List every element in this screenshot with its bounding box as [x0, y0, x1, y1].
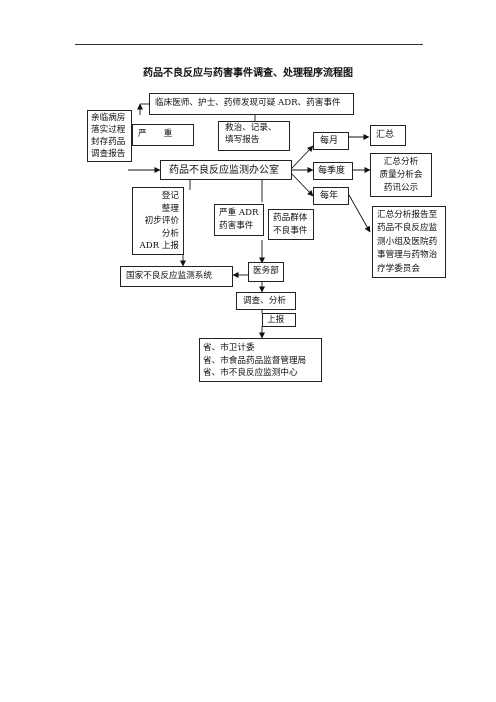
register-line: 分析: [161, 228, 179, 239]
register-box: 登记 整理 初步评价 分析 ADR 上报: [132, 187, 184, 255]
quarter-report-line: 汇总分析: [383, 157, 419, 167]
quarter-report-line: 质量分析会: [379, 170, 423, 180]
authorities-line: 省、市食品药品监督管理局: [203, 355, 307, 366]
national-system-box: 国家不良反应监测系统: [120, 266, 233, 287]
discovery-box: 临床医师、护士、药师发现可疑 ADR、药害事件: [149, 93, 354, 115]
register-line: 登记: [161, 191, 179, 201]
severe-adr-line: 药害事件: [219, 220, 254, 231]
quarterly-box: 每季度: [313, 162, 353, 180]
year-report-box: 汇总分析报告至 药品不良反应监 测小组及医院药 事管理与药物治 疗学委员会: [372, 206, 446, 278]
survey-box: 调查、分析: [236, 292, 296, 310]
yearly-box: 每年: [313, 187, 349, 205]
investigate-line: 救治、记录、: [225, 123, 277, 133]
severe-text: 严 重: [138, 129, 173, 139]
national-system-text: 国家不良反应监测系统: [126, 271, 212, 281]
severe-box: 严 重: [132, 124, 194, 146]
group-event-line: 不良事件: [273, 225, 308, 236]
summary-text: 汇总: [376, 130, 395, 140]
register-line: ADR 上报: [139, 241, 180, 252]
page-title: 药品不良反应与药害事件调查、处理程序流程图: [143, 68, 353, 79]
group-event-line: 药品群体: [273, 213, 308, 223]
year-report-line: 药品不良反应监: [377, 223, 438, 234]
summary-box: 汇总: [370, 125, 406, 146]
register-line: 初步评价: [144, 216, 179, 227]
authorities-line: 省、市卫计委: [203, 343, 255, 353]
year-report-line: 测小组及医院药: [377, 236, 438, 247]
authorities-line: 省、市不良反应监测中心: [203, 368, 298, 379]
pro-clinic-line: 亲临病房: [91, 113, 126, 123]
arrow-yearly-report: [348, 194, 371, 233]
register-line: 整理: [161, 203, 179, 214]
quarter-report-line: 药讯公示: [383, 183, 419, 193]
arrow-office-monthly: [291, 145, 314, 169]
report-up-text: 上报: [267, 315, 285, 325]
year-report-line: 事管理与药物治: [377, 250, 438, 261]
monthly-box: 每月: [313, 132, 349, 150]
header-rule: [75, 44, 423, 45]
investigate-box: 救治、记录、 填写报告: [218, 121, 290, 151]
monthly-text: 每月: [320, 136, 339, 146]
group-event-box: 药品群体 不良事件: [268, 209, 314, 240]
year-report-line: 汇总分析报告至: [377, 210, 438, 220]
pro-clinic-line: 调查报告: [91, 149, 126, 159]
severe-adr-box: 严重 ADR 药害事件: [214, 204, 264, 236]
survey-text: 调查、分析: [243, 296, 286, 306]
discovery-text: 临床医师、护士、药师发现可疑 ADR、药害事件: [155, 98, 341, 108]
quarterly-text: 每季度: [318, 166, 346, 176]
medical-dept-text: 医务部: [253, 266, 279, 276]
monitoring-office-box: 药品不良反应监测办公室: [160, 160, 292, 180]
office-text: 药品不良反应监测办公室: [169, 165, 279, 176]
year-report-line: 疗学委员会: [377, 263, 420, 274]
arrow-office-yearly: [291, 173, 314, 197]
pro-clinic-line: 封存药品: [91, 137, 126, 147]
report-up-box: 上报: [262, 313, 296, 327]
pro-clinic-line: 落实过程: [91, 125, 126, 135]
medical-dept-box: 医务部: [248, 262, 284, 282]
severe-adr-line: 严重 ADR: [219, 208, 259, 218]
pro-clinic-box: 亲临病房 落实过程 封存药品 调查报告: [87, 110, 132, 162]
quarter-report-box: 汇总分析 质量分析会 药讯公示: [370, 153, 432, 197]
yearly-text: 每年: [320, 191, 339, 201]
investigate-line: 填写报告: [225, 134, 260, 145]
authorities-box: 省、市卫计委 省、市食品药品监督管理局 省、市不良反应监测中心: [199, 338, 322, 382]
